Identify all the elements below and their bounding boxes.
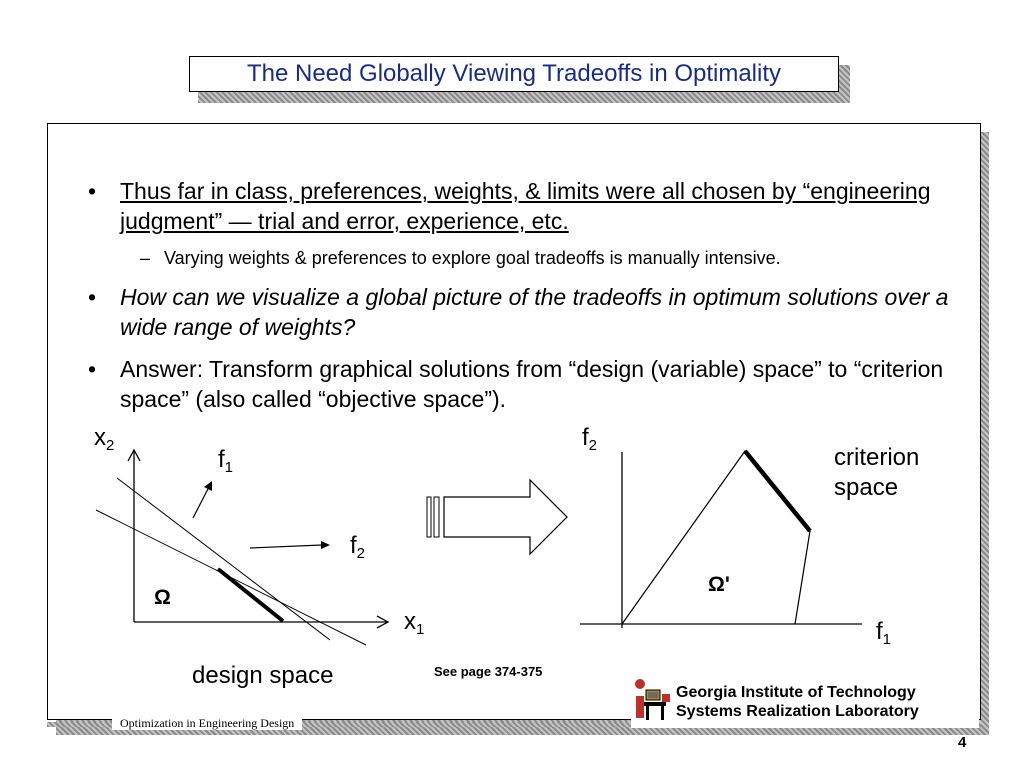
bullet-item-2: • How can we visualize a global picture … (82, 282, 952, 342)
criterion-space-plot (580, 449, 862, 628)
criterion-region-label: Ω' (708, 573, 730, 596)
criterion-y-axis-label: f2 (582, 424, 598, 454)
page-reference: See page 374-375 (434, 664, 543, 679)
pareto-edge-design (216, 567, 285, 623)
bullet-dot: • (88, 284, 97, 310)
design-x-axis-label: x1 (404, 608, 425, 638)
gradient-arrowhead-f1 (204, 481, 212, 491)
gradient-f2-label: f2 (350, 532, 366, 562)
gradient-f1-label: f1 (218, 446, 234, 476)
bullet-item-3: • Answer: Transform graphical solutions … (82, 354, 952, 414)
transform-arrow (426, 478, 568, 556)
institution-logo-icon (635, 679, 670, 720)
design-y-axis-label: x2 (94, 424, 115, 454)
page-number: 4 (958, 734, 967, 751)
bullet-text-3: Answer: Transform graphical solutions fr… (120, 356, 944, 412)
content-frame (47, 123, 981, 720)
bullet-text-1: Thus far in class, preferences, weights,… (120, 178, 931, 234)
design-space-caption: design space (192, 662, 334, 689)
bullet-text-2: How can we visualize a global picture of… (120, 284, 949, 340)
sub-bullet-dash: – (140, 248, 151, 268)
bullet-list: • Thus far in class, preferences, weight… (82, 176, 952, 426)
gradient-arrowhead-f2 (321, 541, 330, 549)
sub-bullet-item: – Varying weights & preferences to explo… (82, 246, 952, 270)
institution-line-2: Systems Realization Laboratory (676, 703, 919, 720)
design-region-label: Ω (154, 586, 171, 609)
bullet-item-1: • Thus far in class, preferences, weight… (82, 176, 952, 236)
constraint-line-1 (116, 477, 331, 641)
footer-course-title: Optimization in Engineering Design (112, 716, 303, 730)
criterion-x-axis-label: f1 (876, 618, 892, 648)
sub-bullet-text: Varying weights & preferences to explore… (164, 248, 781, 268)
criterion-caption-line-1: criterion (834, 444, 920, 471)
gradient-arrow-f1 (192, 484, 211, 519)
pareto-frontier (743, 449, 812, 533)
footer-divider (47, 722, 981, 727)
bullet-dot: • (88, 178, 97, 204)
design-x-arrow (376, 615, 390, 629)
design-space-plot (95, 448, 390, 646)
slide-title: The Need Globally Viewing Tradeoffs in O… (189, 56, 839, 92)
institution-line-1: Georgia Institute of Technology (676, 684, 916, 701)
design-y-arrow (127, 448, 141, 462)
feasible-region-boundary (621, 450, 811, 625)
criterion-caption-line-2: space (834, 474, 899, 501)
transform-bar-2 (433, 496, 440, 538)
bullet-dot: • (88, 356, 97, 382)
criterion-space-caption: criterion space (834, 443, 919, 503)
institution-block (631, 670, 979, 728)
transform-arrow-body (443, 478, 568, 556)
transform-bar-1 (426, 496, 432, 538)
institution-name: Georgia Institute of Technology Systems … (676, 683, 919, 721)
gradient-arrow-f2 (249, 544, 323, 549)
